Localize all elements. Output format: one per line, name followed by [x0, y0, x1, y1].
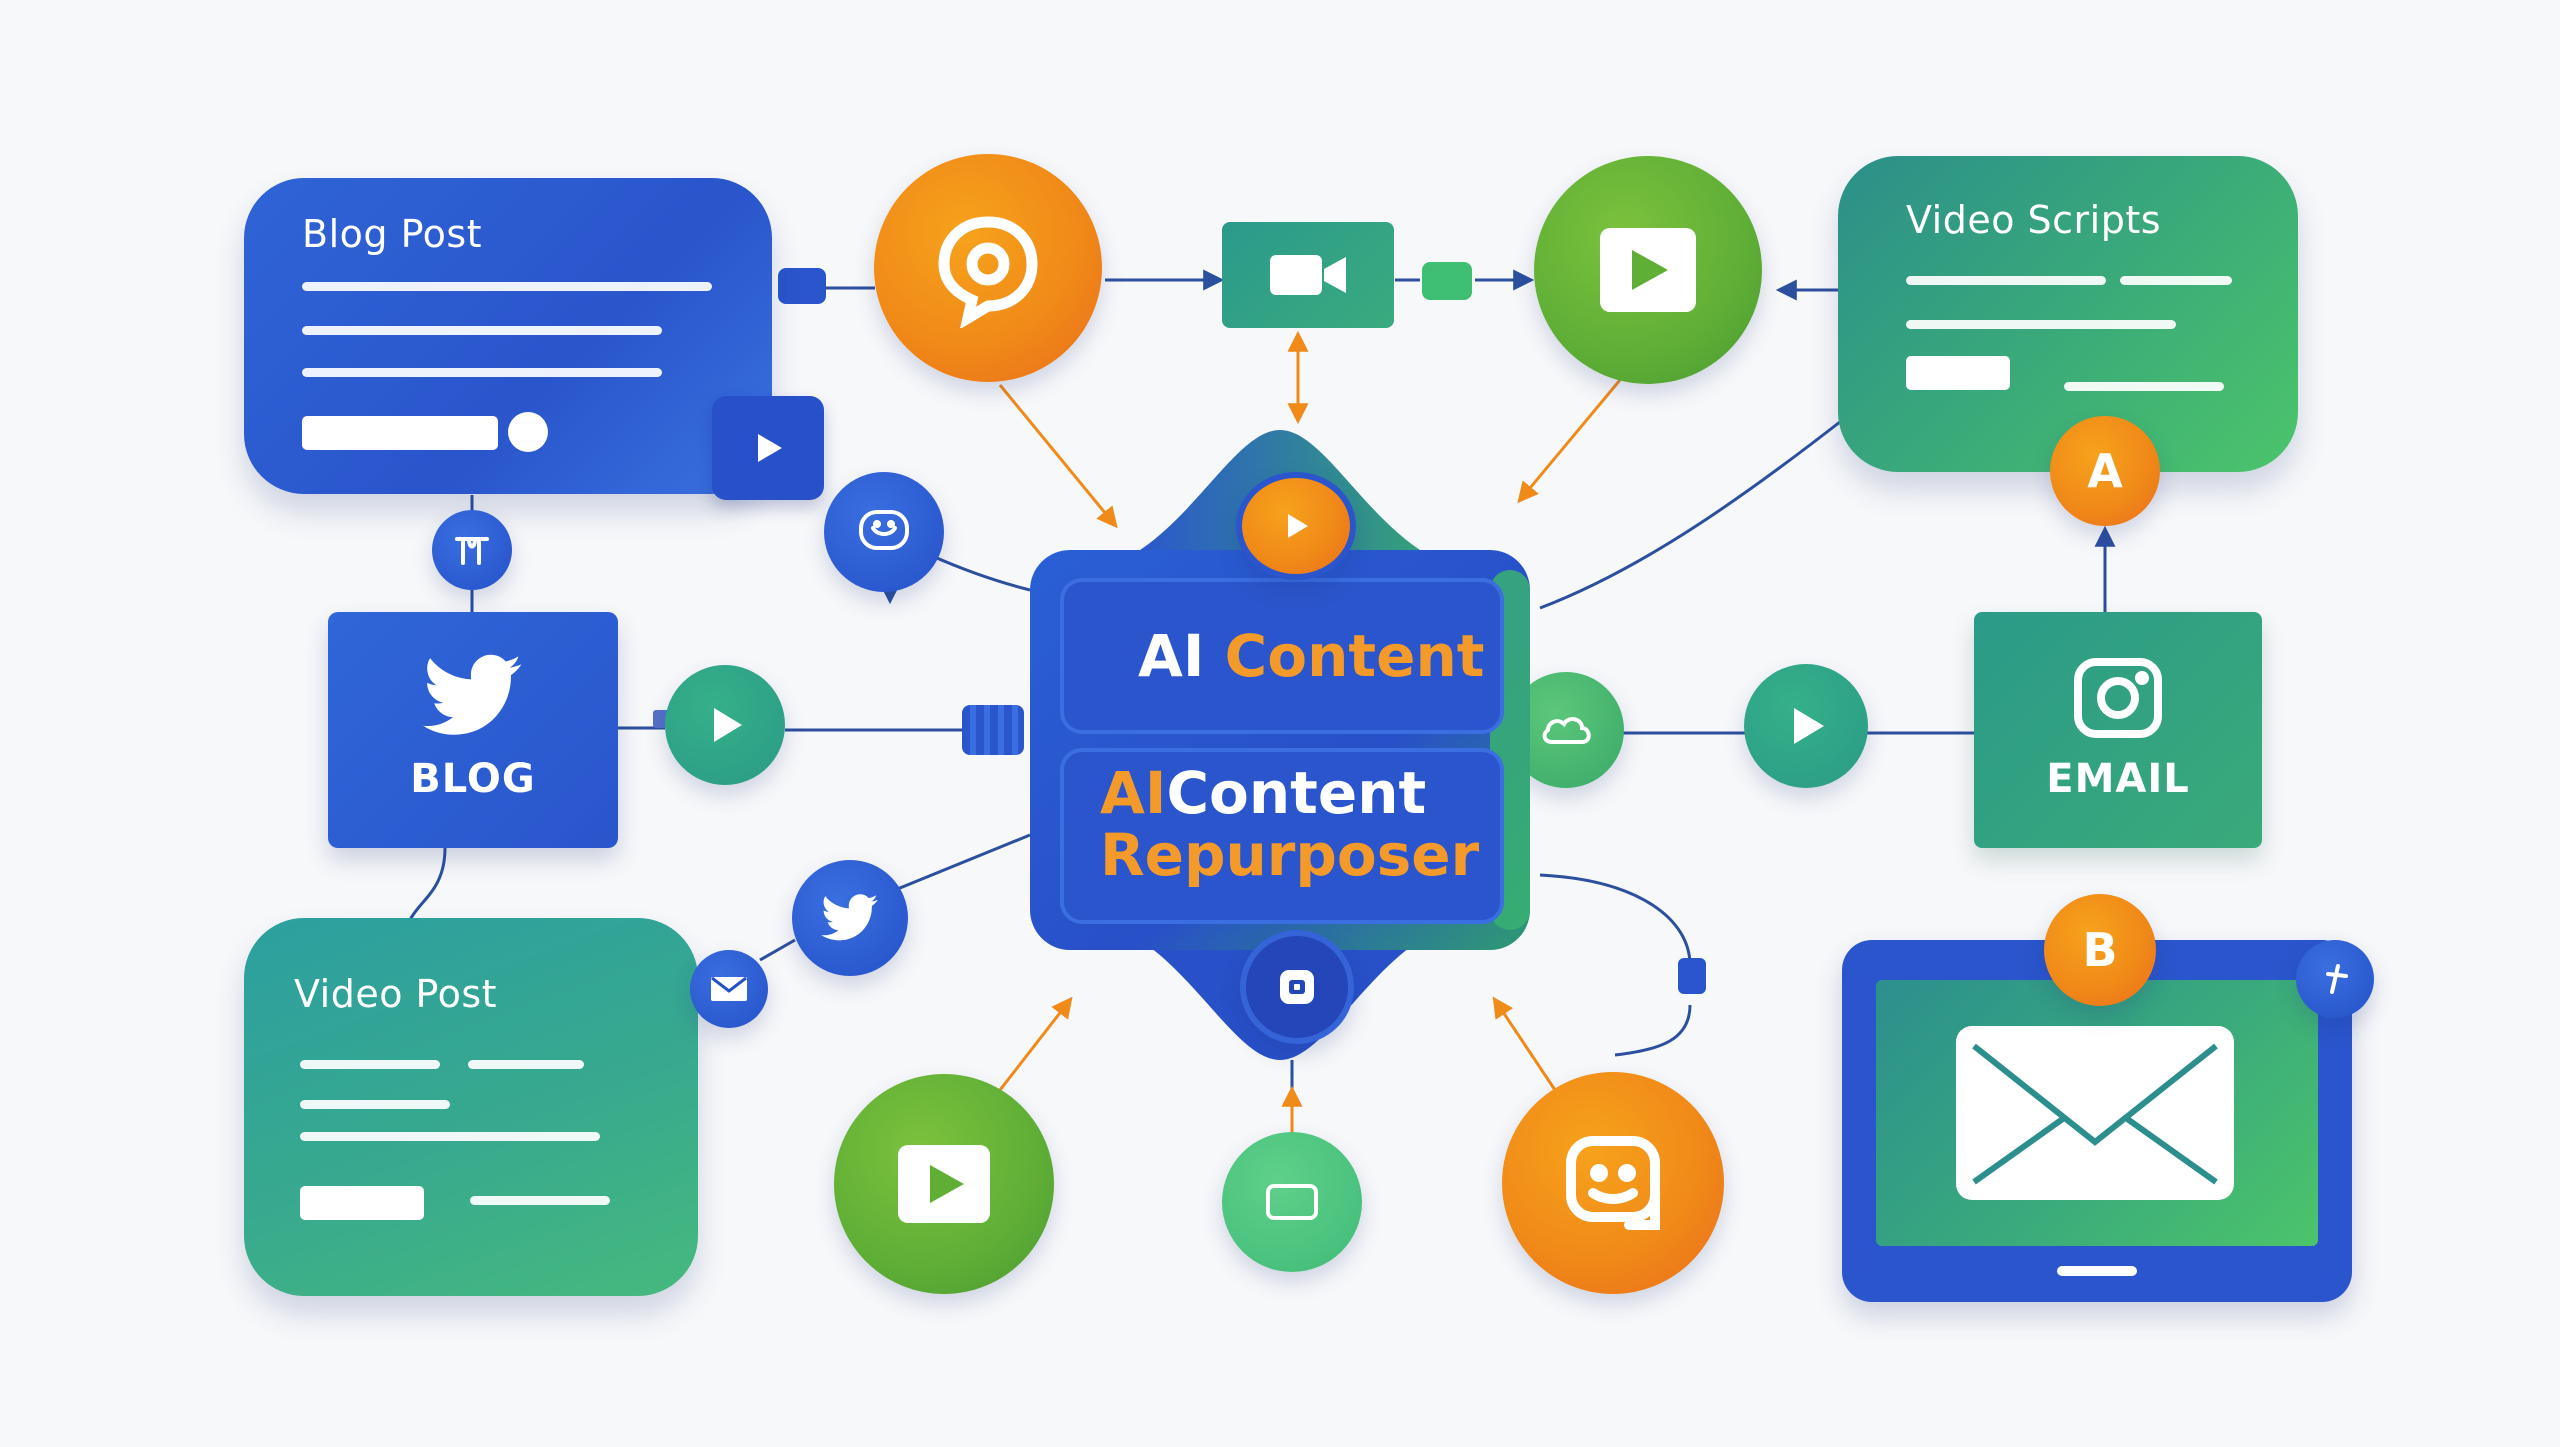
play-icon	[1288, 514, 1308, 538]
blog-post-input	[302, 416, 498, 450]
blog-post-title: Blog Post	[302, 212, 483, 256]
screen-icon	[1266, 1184, 1318, 1220]
video-post-input	[300, 1186, 424, 1220]
twitter-bird-icon	[423, 654, 522, 735]
video-scripts-title: Video Scripts	[1906, 198, 2162, 242]
pin-badge[interactable]	[432, 510, 512, 590]
badge-b[interactable]: B	[2044, 894, 2156, 1006]
camera-node[interactable]	[1222, 222, 1394, 328]
chat-bubble-icon	[938, 216, 1038, 328]
hub-plug	[962, 705, 1024, 755]
twitter-circle[interactable]	[792, 860, 908, 976]
robot-face-circle[interactable]	[1502, 1072, 1724, 1294]
connector-smile-to-hub	[929, 553, 1031, 592]
blog-post-line-2	[302, 326, 662, 335]
video-play-icon	[1600, 228, 1696, 312]
hub-lower-word-1: AI	[1100, 759, 1167, 827]
email-node[interactable]: EMAIL	[1974, 612, 2262, 848]
arrow-chat-to-hub	[998, 384, 1118, 529]
video-play-circle-bottom[interactable]	[834, 1074, 1054, 1294]
video-post-card[interactable]: Video Post	[244, 918, 698, 1296]
video-post-line-1	[300, 1060, 440, 1069]
instagram-icon	[2074, 658, 2162, 738]
hub-lower-word-2: Content	[1166, 759, 1427, 827]
pin-icon	[455, 537, 489, 565]
connector-dot-small	[1678, 958, 1706, 994]
hub-lower-word-3: Repurposer	[1100, 821, 1480, 889]
email-screen[interactable]	[1842, 940, 2352, 1302]
chat-bubble-circle[interactable]	[874, 154, 1102, 382]
video-camera-icon	[1270, 255, 1346, 295]
hub-bottom-badge[interactable]	[1240, 930, 1354, 1044]
hub-upper-word-2: Content	[1224, 622, 1485, 690]
hub-upper-word-1: AI	[1138, 622, 1205, 690]
screen-circle-bottom[interactable]	[1222, 1132, 1362, 1272]
blog-post-line-1	[302, 282, 712, 291]
email-screen-stand	[2057, 1266, 2137, 1276]
connector-hub-to-dot	[1539, 873, 1692, 966]
connector-dot-blue	[778, 268, 826, 304]
blog-node[interactable]: BLOG	[328, 612, 618, 848]
pushpin-icon	[2326, 964, 2348, 994]
video-scripts-line-2	[2120, 276, 2232, 285]
hub-upper-title: AI Content	[1138, 622, 1484, 690]
badge-a[interactable]: A	[2050, 416, 2160, 526]
play-circle-right[interactable]	[1744, 664, 1868, 788]
video-scripts-line-1	[1906, 276, 2106, 285]
blog-post-play-button[interactable]	[712, 396, 824, 500]
smile-chat-icon	[859, 510, 909, 550]
twitter-bird-icon	[821, 894, 878, 941]
blog-node-label: BLOG	[410, 756, 536, 802]
play-circle-left[interactable]	[665, 665, 785, 785]
email-node-label: EMAIL	[2046, 756, 2190, 802]
video-post-line-5	[470, 1196, 610, 1205]
video-post-line-2	[468, 1060, 584, 1069]
connector-blog-to-videopost	[408, 847, 447, 921]
badge-b-letter: B	[2082, 923, 2118, 977]
video-scripts-line-3	[1906, 320, 2176, 329]
cloud-icon	[1542, 717, 1591, 744]
connector-twitter-to-hub	[894, 833, 1031, 892]
video-scripts-card[interactable]: Video Scripts	[1838, 156, 2298, 472]
envelope-icon	[1956, 1026, 2234, 1200]
connector-scripts-to-hub	[1539, 416, 1846, 610]
mail-circle[interactable]	[690, 950, 768, 1028]
video-post-title: Video Post	[294, 972, 498, 1016]
video-post-line-3	[300, 1100, 450, 1109]
robot-face-icon	[1566, 1136, 1660, 1230]
blog-post-card[interactable]: Blog Post	[244, 178, 772, 494]
video-post-line-4	[300, 1132, 600, 1141]
arrow-play-to-hub	[1517, 379, 1622, 504]
video-play-circle-top[interactable]	[1534, 156, 1762, 384]
play-icon	[714, 708, 742, 742]
connector-mail-to-twitter	[759, 938, 796, 962]
smile-chat-circle[interactable]	[824, 472, 944, 592]
connector-dot-green	[1422, 262, 1472, 300]
hub-play-badge[interactable]	[1236, 472, 1356, 580]
hub-lower-title: AIContent Repurposer	[1100, 762, 1479, 886]
pin-small-circle[interactable]	[2296, 940, 2374, 1018]
arrow-video-to-hub	[998, 996, 1073, 1091]
blog-post-toggle-dot	[508, 412, 548, 452]
arrow-robot-to-hub	[1492, 996, 1557, 1091]
camera-square-icon	[1280, 970, 1314, 1004]
video-play-icon	[898, 1145, 990, 1223]
play-icon	[1794, 708, 1824, 744]
connector-dot-to-screen	[1614, 1004, 1692, 1057]
badge-a-letter: A	[2087, 444, 2123, 498]
blog-post-line-3	[302, 368, 662, 377]
video-scripts-line-4	[2064, 382, 2224, 391]
mail-icon	[711, 976, 747, 1001]
video-scripts-input	[1906, 356, 2010, 390]
play-icon	[758, 434, 782, 462]
